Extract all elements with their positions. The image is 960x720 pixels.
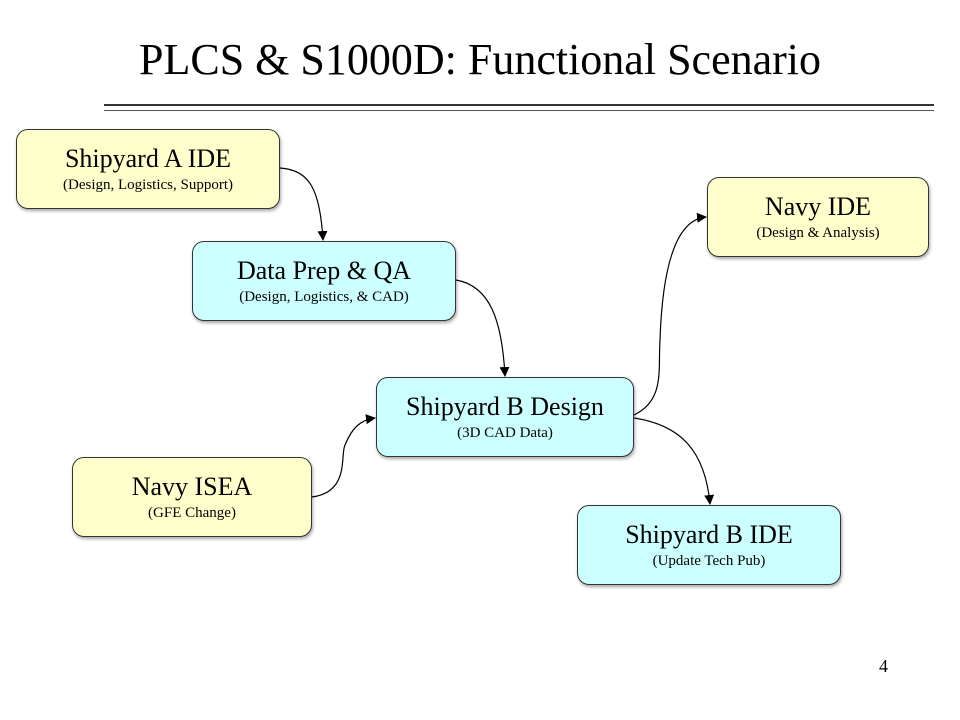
node-navy-ide: Navy IDE (Design & Analysis) — [707, 177, 929, 257]
node-subtitle: (Design, Logistics, Support) — [63, 177, 233, 193]
node-subtitle: (Design & Analysis) — [756, 225, 880, 241]
arrow-shipyard-b-design-to-navy-ide — [633, 212, 707, 416]
node-title: Data Prep & QA — [236, 256, 411, 285]
arrow-data-prep-to-shipyard-b-design — [455, 279, 510, 377]
node-shipyard-b-ide: Shipyard B IDE (Update Tech Pub) — [577, 505, 841, 585]
node-title: Shipyard B Design — [406, 392, 604, 421]
node-subtitle: (GFE Change) — [148, 505, 236, 521]
node-title: Shipyard B IDE — [625, 520, 793, 549]
node-shipyard-a-ide: Shipyard A IDE (Design, Logistics, Suppo… — [16, 129, 280, 209]
title-divider — [104, 104, 934, 106]
arrow-navy-isea-to-shipyard-b-design — [311, 414, 376, 498]
node-title: Shipyard A IDE — [64, 144, 232, 173]
title-divider-thin — [104, 110, 934, 111]
arrow-shipyard-a-to-data-prep — [279, 167, 328, 241]
slide-title: PLCS & S1000D: Functional Scenario — [139, 35, 821, 84]
node-navy-isea: Navy ISEA (GFE Change) — [72, 457, 312, 537]
node-title: Navy ISEA — [131, 472, 253, 501]
node-subtitle: (Design, Logistics, & CAD) — [239, 289, 409, 305]
node-subtitle: (3D CAD Data) — [457, 425, 553, 441]
page-number: 4 — [879, 656, 888, 676]
node-shipyard-b-design: Shipyard B Design (3D CAD Data) — [376, 377, 634, 457]
node-subtitle: (Update Tech Pub) — [652, 553, 766, 569]
node-data-prep-qa: Data Prep & QA (Design, Logistics, & CAD… — [192, 241, 456, 321]
node-title: Navy IDE — [764, 192, 872, 221]
arrow-shipyard-b-design-to-shipyard-b-ide — [633, 417, 715, 505]
